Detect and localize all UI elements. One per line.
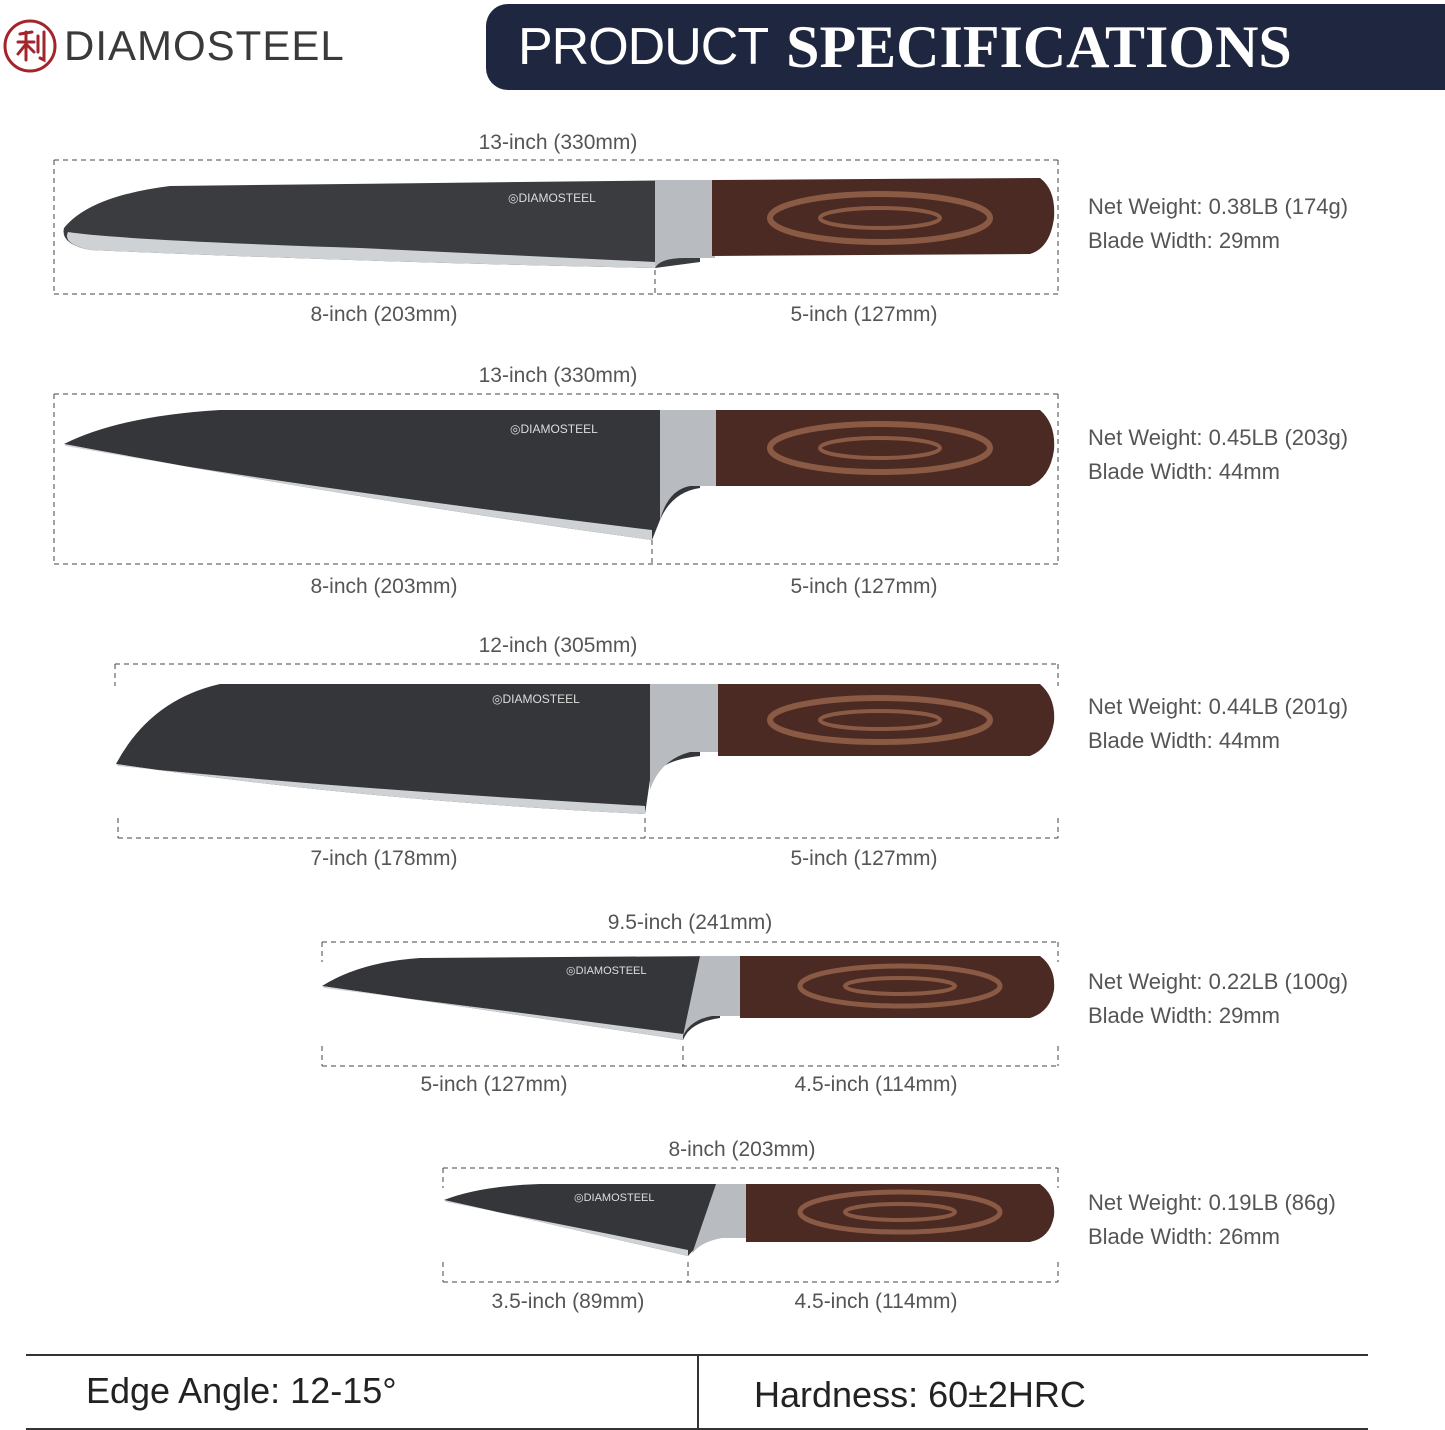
net-weight: Net Weight: 0.38LB (174g) (1088, 194, 1349, 219)
brand-name: DIAMOSTEEL (64, 22, 345, 69)
header-banner: PRODUCT SPECIFICATIONS (486, 4, 1445, 90)
blade-width: Blade Width: 29mm (1088, 228, 1280, 253)
bread-knife-illustration: ◎DIAMOSTEEL (53, 159, 1059, 295)
paring-knife-illustration: ◎DIAMOSTEEL (442, 1167, 1059, 1283)
knife-blade-length: 3.5-inch (89mm) (491, 1290, 645, 1313)
seal-icon (3, 19, 57, 73)
knife-specs: Net Weight: 0.45LB (203g) Blade Width: 4… (1088, 421, 1348, 489)
utility-knife-illustration: ◎DIAMOSTEEL (321, 941, 1059, 1067)
brand-logo: DIAMOSTEEL (2, 18, 345, 74)
knife-total-length: 13-inch (330mm) (478, 131, 638, 154)
net-weight: Net Weight: 0.44LB (201g) (1088, 694, 1349, 719)
net-weight: Net Weight: 0.22LB (100g) (1088, 969, 1349, 994)
knife-handle-length: 5-inch (127mm) (790, 303, 938, 326)
blade-width: Blade Width: 29mm (1088, 1003, 1280, 1028)
knife-handle-length: 5-inch (127mm) (790, 575, 938, 598)
knife-handle-length: 4.5-inch (114mm) (794, 1073, 958, 1096)
blade-width: Blade Width: 44mm (1088, 459, 1280, 484)
chef-knife-illustration: ◎DIAMOSTEEL (53, 393, 1059, 565)
knife-blade-length: 8-inch (203mm) (310, 303, 458, 326)
knife-specs: Net Weight: 0.38LB (174g) Blade Width: 2… (1088, 190, 1348, 258)
hardness: Hardness: 60±2HRC (754, 1374, 1086, 1415)
knife-total-length: 8-inch (203mm) (668, 1138, 816, 1161)
knife-total-length: 9.5-inch (241mm) (607, 911, 773, 934)
knife-total-length: 13-inch (330mm) (478, 364, 638, 387)
svg-text:◎DIAMOSTEEL: ◎DIAMOSTEEL (574, 1192, 655, 1204)
knife-blade-length: 7-inch (178mm) (310, 847, 458, 870)
knife-blade-length: 5-inch (127mm) (420, 1073, 568, 1096)
svg-text:◎DIAMOSTEEL: ◎DIAMOSTEEL (566, 965, 647, 977)
edge-angle: Edge Angle: 12-15° (86, 1370, 397, 1411)
santoku-knife-illustration: ◎DIAMOSTEEL (114, 663, 1059, 839)
blade-width: Blade Width: 26mm (1088, 1224, 1280, 1249)
knife-specs: Net Weight: 0.22LB (100g) Blade Width: 2… (1088, 965, 1348, 1033)
net-weight: Net Weight: 0.45LB (203g) (1088, 425, 1349, 450)
header-title-bold: SPECIFICATIONS (786, 13, 1292, 80)
blade-width: Blade Width: 44mm (1088, 728, 1280, 753)
knife-specs: Net Weight: 0.44LB (201g) Blade Width: 4… (1088, 690, 1348, 758)
header-title-light: PRODUCT (518, 18, 769, 76)
footer-divider (697, 1356, 699, 1428)
footer-specs: Edge Angle: 12-15° Hardness: 60±2HRC (26, 1354, 1368, 1430)
knife-handle-length: 4.5-inch (114mm) (794, 1290, 958, 1313)
net-weight: Net Weight: 0.19LB (86g) (1088, 1190, 1336, 1215)
svg-text:◎DIAMOSTEEL: ◎DIAMOSTEEL (508, 191, 596, 205)
knife-blade-length: 8-inch (203mm) (310, 575, 458, 598)
knife-total-length: 12-inch (305mm) (478, 634, 638, 657)
knife-specs: Net Weight: 0.19LB (86g) Blade Width: 26… (1088, 1186, 1336, 1254)
knife-handle-length: 5-inch (127mm) (790, 847, 938, 870)
svg-text:◎DIAMOSTEEL: ◎DIAMOSTEEL (492, 692, 580, 706)
svg-text:◎DIAMOSTEEL: ◎DIAMOSTEEL (510, 422, 598, 436)
